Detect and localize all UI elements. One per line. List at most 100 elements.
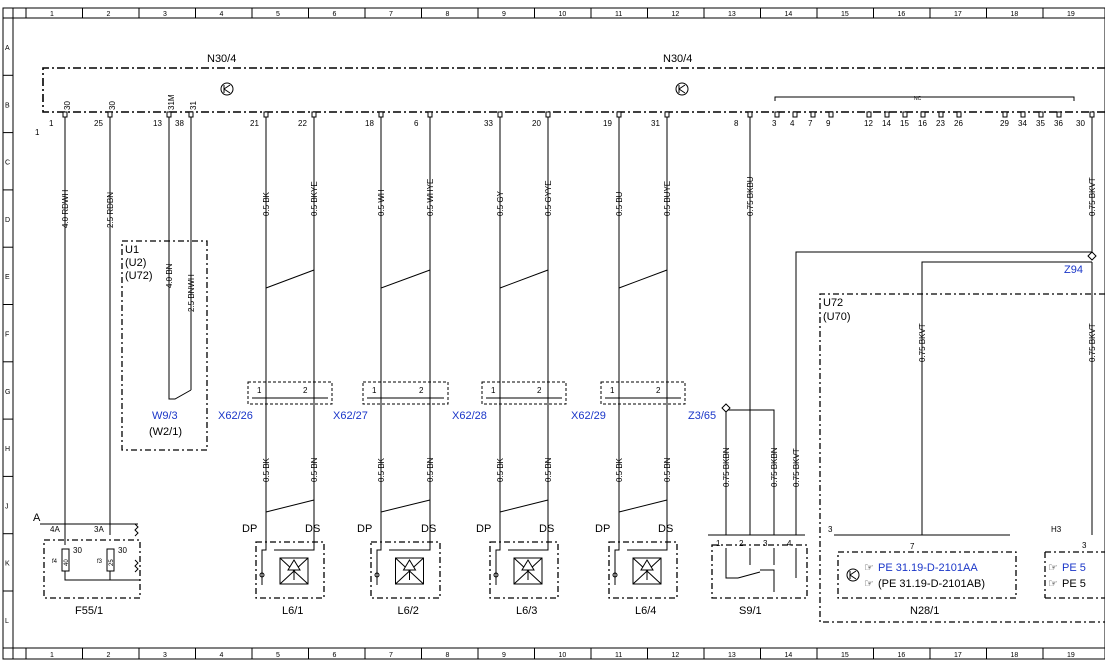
grid-col-label: 5 bbox=[276, 652, 280, 659]
main-wires bbox=[64, 117, 1093, 545]
grid-col-label: 13 bbox=[728, 11, 736, 18]
fuse-group-label: A bbox=[33, 512, 41, 524]
svg-text:DP: DP bbox=[476, 523, 491, 535]
grid-col-label: 7 bbox=[389, 11, 393, 18]
terminal-label: 30 bbox=[63, 101, 72, 110]
grid-col-label: 9 bbox=[502, 11, 506, 18]
wire-label: 0.5 BU bbox=[615, 191, 624, 216]
nc-pin-number: 34 bbox=[1018, 119, 1027, 128]
wire-label: 4.0 RDWH bbox=[61, 190, 70, 228]
pin-number: 25 bbox=[94, 119, 103, 128]
grid-row-label: B bbox=[5, 102, 10, 109]
terminal-label: 31M bbox=[167, 94, 176, 110]
wire-label: 0.5 BUYE bbox=[663, 181, 672, 216]
grid-col-label: 17 bbox=[954, 652, 962, 659]
nc-pin-number: 15 bbox=[900, 119, 909, 128]
pin-number: 8 bbox=[734, 119, 739, 128]
grid-col-label: 9 bbox=[502, 652, 506, 659]
svg-text:DS: DS bbox=[305, 523, 320, 535]
grid-col-label: 11 bbox=[615, 652, 622, 659]
terminal-label: 31 bbox=[189, 101, 198, 110]
connector-pin bbox=[1089, 111, 1095, 118]
connector-pin bbox=[378, 111, 384, 118]
wire-label: 0.75 BKVT bbox=[918, 323, 927, 362]
grid-col-label: 14 bbox=[785, 652, 793, 659]
connector-pin bbox=[166, 111, 172, 118]
valve-label: L6/3 bbox=[516, 605, 537, 617]
svg-text:1: 1 bbox=[372, 386, 377, 395]
svg-text:1: 1 bbox=[491, 386, 496, 395]
fuse-box-f55-1: A 4A 3A 30 30 f4 40 f3 25 F55/1 bbox=[33, 512, 141, 617]
pin-number: 20 bbox=[532, 119, 541, 128]
wire-label: 0.5 BK bbox=[615, 457, 624, 482]
svg-text:DP: DP bbox=[357, 523, 372, 535]
grid-col-label: 16 bbox=[898, 11, 906, 18]
wire-label: 0.5 BK bbox=[496, 457, 505, 482]
wire-label: 2.5 RDBN bbox=[106, 192, 115, 228]
grid-col-label: 2 bbox=[107, 11, 111, 18]
svg-text:7: 7 bbox=[910, 542, 915, 551]
grid-col-label: 18 bbox=[1011, 652, 1019, 659]
connector-pin bbox=[263, 111, 269, 118]
wire-label: 0.75 BKBN bbox=[770, 447, 779, 487]
connector-label: X62/26 bbox=[218, 410, 253, 422]
wire-label: 0.5 GY bbox=[496, 190, 505, 216]
grid-col-label: 15 bbox=[841, 11, 849, 18]
nc-label: NC bbox=[914, 96, 922, 102]
splice-z3-65-label: Z3/65 bbox=[688, 410, 716, 422]
svg-text:3: 3 bbox=[763, 539, 768, 548]
pin-number: 18 bbox=[365, 119, 374, 128]
grid-col-label: 1 bbox=[50, 652, 54, 659]
grid-col-label: 12 bbox=[672, 652, 680, 659]
ref-pe-5-right-2: PE 5 bbox=[1062, 578, 1086, 590]
nc-pin-number: 3 bbox=[772, 119, 777, 128]
wire-label: 0.75 BKBU bbox=[746, 176, 755, 216]
svg-text:4: 4 bbox=[787, 539, 792, 548]
svg-text:DS: DS bbox=[539, 523, 554, 535]
nc-pin-number: 12 bbox=[864, 119, 873, 128]
connector-pin bbox=[545, 111, 551, 118]
grid-row-label: C bbox=[5, 160, 10, 167]
ground-w2-1: (W2/1) bbox=[149, 426, 182, 438]
connector-pin bbox=[497, 111, 503, 118]
connector-pin bbox=[311, 111, 317, 118]
wire-label: 0.75 BKBN bbox=[722, 447, 731, 487]
module-u70-label: (U70) bbox=[823, 311, 851, 323]
pin-number: 21 bbox=[250, 119, 259, 128]
grid-row-label: H bbox=[5, 446, 10, 453]
svg-text:2: 2 bbox=[303, 386, 308, 395]
grid-col-label: 19 bbox=[1067, 11, 1075, 18]
module-u2-label: (U2) bbox=[125, 257, 146, 269]
valve-l6-3: DP DS L6/3 bbox=[476, 523, 559, 617]
nc-pin-number: 23 bbox=[936, 119, 945, 128]
nc-pin-number: 35 bbox=[1036, 119, 1045, 128]
pin-number: 6 bbox=[414, 119, 419, 128]
svg-text:f3: f3 bbox=[97, 559, 103, 565]
module-u1-label: U1 bbox=[125, 244, 139, 256]
nc-pin-number: 16 bbox=[918, 119, 927, 128]
ref-pe-31-19-2101aa[interactable]: PE 31.19-D-2101AA bbox=[878, 562, 978, 574]
nc-pin-number: 29 bbox=[1000, 119, 1009, 128]
svg-text:DP: DP bbox=[595, 523, 610, 535]
svg-text:3A: 3A bbox=[94, 525, 104, 534]
ref-pointer-icon: ☞ bbox=[864, 578, 874, 590]
grid-row-label: E bbox=[5, 274, 10, 281]
module-u72-box bbox=[819, 293, 1105, 623]
svg-text:25: 25 bbox=[109, 559, 115, 566]
wire-label: 0.5 BKYE bbox=[310, 181, 319, 216]
fuse-name: F55/1 bbox=[75, 605, 103, 617]
nc-pin-number: 4 bbox=[790, 119, 795, 128]
module-u1-box bbox=[121, 240, 208, 451]
pin-number: 38 bbox=[175, 119, 184, 128]
diagram-frame bbox=[2, 7, 1105, 660]
ref-pe-5-right[interactable]: PE 5 bbox=[1062, 562, 1086, 574]
connector-label: X62/27 bbox=[333, 410, 368, 422]
pin-number: 1 bbox=[49, 119, 54, 128]
svg-text:30: 30 bbox=[118, 546, 127, 555]
